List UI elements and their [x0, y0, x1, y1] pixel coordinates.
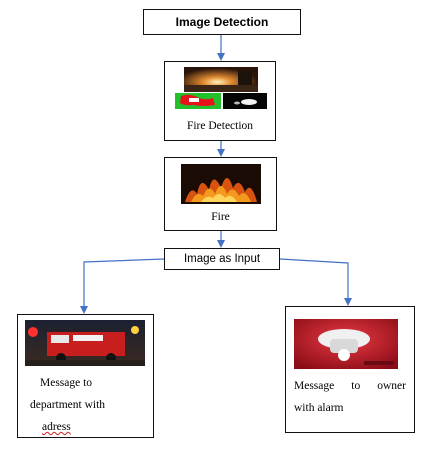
fire-box: Fire — [164, 157, 277, 231]
street-fire-photo — [184, 67, 258, 92]
image-as-input-box: Image as Input — [164, 248, 280, 270]
thermal-detection-image — [223, 93, 267, 109]
image-detection-box: Image Detection — [143, 9, 301, 35]
owner-message-line1: Message to owner — [294, 380, 406, 392]
segmentation-mask-image — [175, 93, 221, 109]
department-message-line2: department with — [30, 399, 106, 411]
smoke-alarm-photo — [294, 319, 398, 369]
arrow-input-to-owner — [279, 258, 352, 306]
fire-truck-photo — [25, 320, 145, 366]
department-message-box: Message to department with adress — [17, 314, 154, 438]
image-detection-label: Image Detection — [175, 15, 269, 29]
arrow-input-to-department — [80, 258, 165, 314]
image-as-input-label: Image as Input — [183, 253, 261, 265]
department-message-line3: adress — [42, 421, 71, 433]
fire-label: Fire — [211, 211, 230, 223]
fire-detection-box: Fire Detection — [164, 61, 276, 141]
department-message-line1: Message to — [40, 377, 93, 389]
flames-photo — [181, 164, 261, 204]
owner-message-box: Message to owner with alarm — [285, 306, 415, 433]
fire-detection-label: Fire Detection — [186, 120, 254, 132]
owner-message-line2: with alarm — [294, 402, 344, 414]
